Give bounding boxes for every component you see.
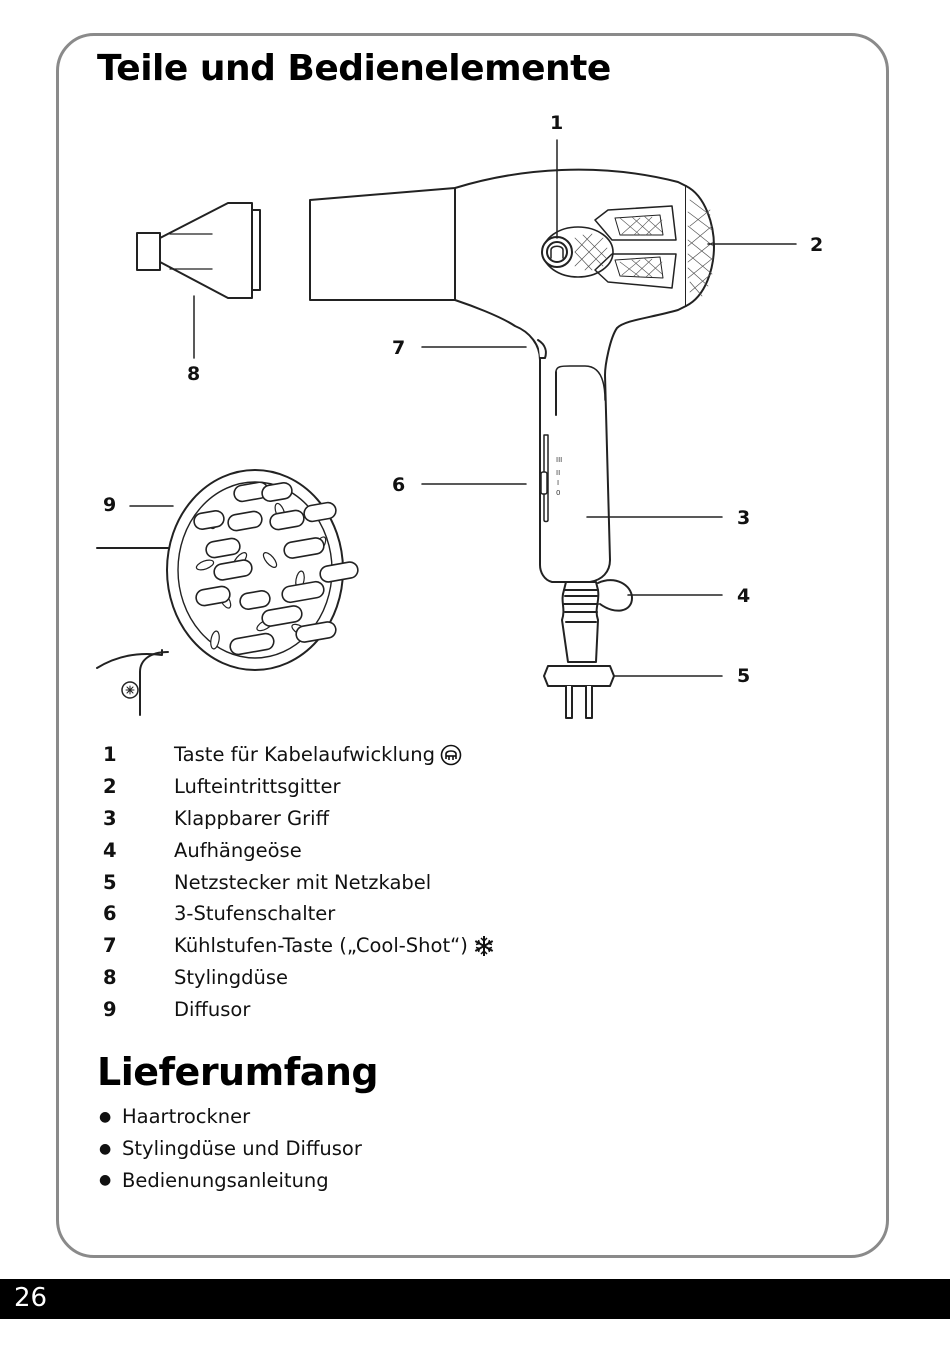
styling-nozzle-drawing bbox=[136, 202, 261, 299]
list-item: ● Stylingdüse und Diffusor bbox=[97, 1133, 362, 1165]
callout-9: 9 bbox=[103, 494, 116, 516]
snowflake-icon bbox=[474, 935, 494, 956]
page-number: 26 bbox=[14, 1283, 48, 1313]
parts-list: 1 Taste für Kabelaufwicklung 2 Lufteintr… bbox=[100, 739, 495, 1025]
svg-text:III: III bbox=[556, 456, 562, 464]
hair-dryer-illustration: III II I 0 bbox=[96, 112, 823, 719]
list-item: 9 Diffusor bbox=[100, 993, 495, 1025]
list-item: 4 Aufhängeöse bbox=[100, 834, 495, 866]
callout-1: 1 bbox=[550, 112, 563, 134]
callout-6: 6 bbox=[392, 474, 405, 496]
list-item: 8 Stylingdüse bbox=[100, 962, 495, 994]
part-label: Stylingdüse bbox=[174, 965, 289, 989]
bullet-icon: ● bbox=[99, 1108, 112, 1125]
list-item: ● Haartrockner bbox=[97, 1101, 362, 1133]
scope-item-label: Haartrockner bbox=[122, 1105, 251, 1129]
part-label: Netzstecker mit Netzkabel bbox=[174, 870, 432, 894]
part-number: 9 bbox=[103, 997, 117, 1021]
bullet-icon: ● bbox=[99, 1140, 112, 1157]
section-title-parts: Teile und Bedienelemente bbox=[97, 48, 611, 89]
callout-3: 3 bbox=[737, 507, 750, 529]
scope-list: ● Haartrockner ● Stylingdüse und Diffuso… bbox=[97, 1101, 362, 1196]
list-item: 7 Kühlstufen-Taste („Cool-Shot“) bbox=[100, 930, 495, 962]
part-number: 8 bbox=[103, 965, 117, 989]
scope-item-label: Bedienungsanleitung bbox=[122, 1168, 329, 1192]
part-label: Aufhängeöse bbox=[174, 838, 302, 862]
bullet-icon: ● bbox=[99, 1172, 112, 1189]
list-item: 5 Netzstecker mit Netzkabel bbox=[100, 866, 495, 898]
page-frame bbox=[56, 33, 889, 1258]
part-number: 3 bbox=[103, 806, 117, 830]
leader-lines bbox=[129, 139, 797, 677]
svg-text:II: II bbox=[556, 469, 560, 477]
part-number: 6 bbox=[103, 902, 117, 926]
diffuser-drawing bbox=[96, 469, 359, 716]
svg-text:0: 0 bbox=[556, 489, 560, 497]
section-title-scope: Lieferumfang bbox=[97, 1050, 379, 1094]
svg-text:I: I bbox=[557, 479, 559, 487]
list-item: 1 Taste für Kabelaufwicklung bbox=[100, 739, 495, 771]
part-label: Kühlstufen-Taste („Cool-Shot“) bbox=[174, 934, 468, 958]
part-label: Lufteintrittsgitter bbox=[174, 775, 341, 799]
part-label: Diffusor bbox=[174, 997, 251, 1021]
cord-rewind-icon bbox=[440, 744, 462, 766]
list-item: 6 3-Stufenschalter bbox=[100, 898, 495, 930]
list-item: ● Bedienungsanleitung bbox=[97, 1165, 362, 1197]
part-label: Klappbarer Griff bbox=[174, 806, 330, 830]
callout-4: 4 bbox=[737, 585, 750, 607]
page-footer: 26 bbox=[0, 1279, 950, 1319]
part-number: 1 bbox=[103, 743, 117, 767]
hair-dryer-drawing: III II I 0 bbox=[309, 168, 715, 719]
callout-7: 7 bbox=[392, 337, 405, 359]
list-item: 3 Klappbarer Griff bbox=[100, 803, 495, 835]
callout-2: 2 bbox=[810, 234, 823, 256]
callout-5: 5 bbox=[737, 665, 750, 687]
part-number: 5 bbox=[103, 870, 117, 894]
part-number: 2 bbox=[103, 775, 117, 799]
list-item: 2 Lufteintrittsgitter bbox=[100, 771, 495, 803]
part-number: 4 bbox=[103, 838, 117, 862]
part-label: Taste für Kabelaufwicklung bbox=[174, 743, 435, 767]
part-number: 7 bbox=[103, 934, 117, 958]
callout-8: 8 bbox=[187, 363, 200, 385]
part-label: 3-Stufenschalter bbox=[174, 902, 336, 926]
scope-item-label: Stylingdüse und Diffusor bbox=[122, 1137, 362, 1161]
